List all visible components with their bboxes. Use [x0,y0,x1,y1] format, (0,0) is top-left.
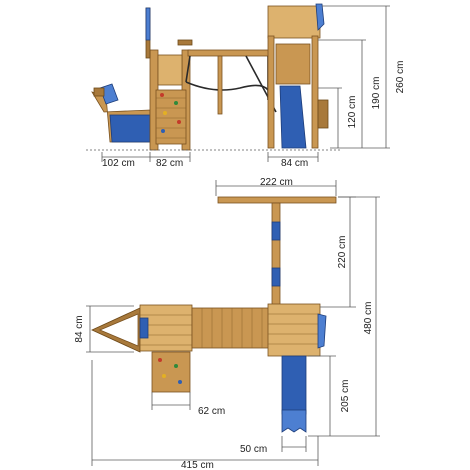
side-view: 102 cm 82 cm 84 cm 120 cm 190 cm 260 cm [86,3,406,169]
dim-side-slide-width: 84 cm [281,158,308,169]
dim-side-climb-width: 82 cm [156,158,183,169]
dim-side-total-height: 260 cm [395,61,406,94]
dim-top-slide-length: 205 cm [340,380,351,413]
dim-top-total-length: 480 cm [363,302,374,335]
top-slide [281,355,307,433]
dim-top-swing-length: 220 cm [337,236,348,269]
top-view: 222 cm 220 cm 480 cm 205 cm 84 cm 62 cm … [74,177,380,470]
dim-top-slide-width: 50 cm [240,444,267,455]
dim-top-climb-width: 62 cm [198,406,225,417]
dim-top-boat-width: 84 cm [74,315,85,342]
top-tower-roof [267,303,327,357]
dim-side-platform-height: 120 cm [347,96,358,129]
dim-side-roof-height: 190 cm [371,77,382,110]
side-swing-beam [177,39,277,115]
top-bridge [191,307,271,349]
dim-top-total-width: 415 cm [181,460,214,470]
top-boat [91,304,193,353]
side-boat [91,83,151,143]
dim-side-boat-width: 102 cm [102,158,135,169]
dim-top-swing-width: 222 cm [260,177,293,188]
side-slide-tower [267,3,329,149]
side-climb-tower [145,7,191,151]
top-climb-wall [151,351,191,393]
top-swing-beam [217,196,337,308]
